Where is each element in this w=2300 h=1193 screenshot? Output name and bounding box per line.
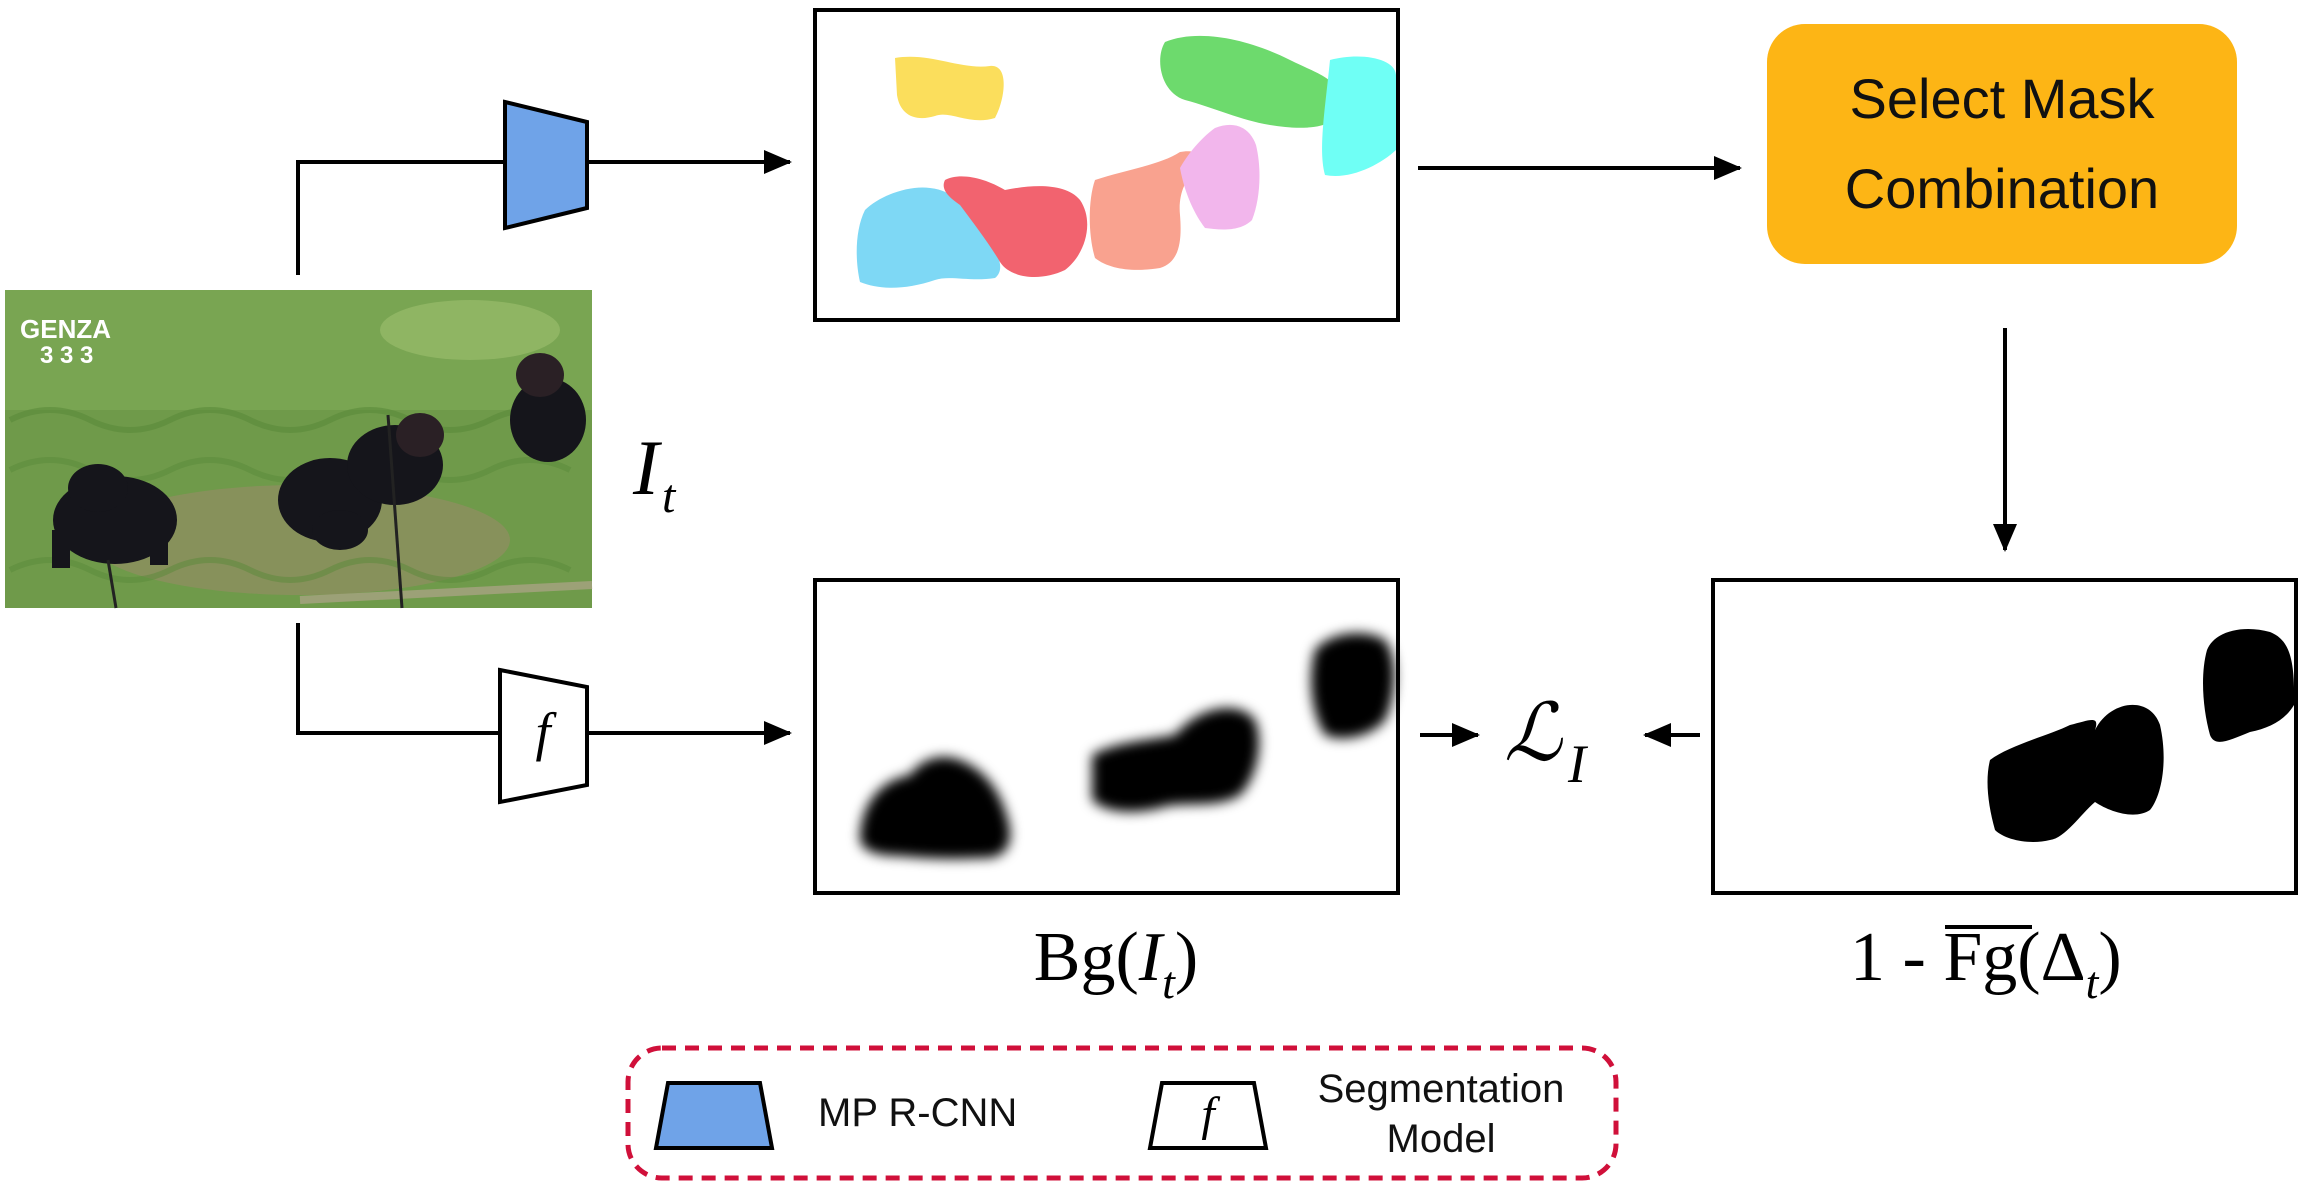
fg-label-sub: t (2086, 957, 2100, 1008)
legend-seg-line2: Model (1387, 1117, 1496, 1161)
legend: MP R-CNN f Segmentation Model (625, 1045, 1619, 1181)
bg-panel (813, 578, 1400, 895)
select-mask-line1: Select Mask (1850, 67, 2156, 130)
bg-blob-middle (1092, 708, 1260, 812)
bg-label-var: I (1138, 919, 1166, 996)
mask-green (1160, 35, 1341, 128)
bg-blob-left (860, 756, 1011, 859)
bg-label-prefix: Bg( (1034, 919, 1139, 996)
mask-lightblue (856, 187, 1001, 288)
fg-label-open: ( (2017, 919, 2040, 996)
mask-red (943, 176, 1088, 277)
fg-label: 1 - Fg(Δt) (1850, 919, 2122, 1008)
input-image: GENZA 3 3 3 (5, 290, 593, 609)
masks-panel (813, 8, 1400, 322)
legend-border (625, 1045, 1619, 1181)
fg-label-prefix: 1 - (1850, 919, 1943, 996)
svg-text:Bg(It): Bg(It) (1034, 919, 1198, 1008)
mp-rcnn-block (503, 99, 589, 231)
loss-subscript: I (1567, 734, 1589, 794)
fg-panel (1711, 578, 2298, 895)
chimp-left (52, 464, 177, 568)
input-label-sub: t (662, 470, 677, 523)
fg-label-overlined: Fg (1943, 919, 2017, 996)
mask-cyan (1322, 56, 1396, 176)
legend-mp-rcnn-icon (653, 1081, 775, 1150)
select-mask-line2: Combination (1845, 157, 2159, 220)
mask-pink (1180, 124, 1260, 230)
fg-mask-right (2203, 629, 2295, 742)
fg-label-close: ) (2098, 919, 2121, 996)
chimp-right (510, 353, 586, 462)
mask-salmon (1089, 151, 1202, 270)
legend-seg-line1: Segmentation (1318, 1067, 1565, 1111)
fg-mask-middle (1987, 704, 2164, 842)
select-mask-box (1767, 24, 2237, 264)
svg-text:1 - Fg(Δt): 1 - Fg(Δt) (1850, 919, 2122, 1008)
overlay-text-line2: 3 3 3 (40, 342, 93, 369)
overlay-text-line1: GENZA (20, 314, 111, 344)
mask-yellow (895, 56, 1004, 121)
bg-blob-right (1311, 633, 1395, 739)
chimp-middle (278, 413, 444, 550)
connector-bottom-left (296, 623, 500, 735)
legend-segmentation-icon (1147, 1081, 1269, 1150)
input-label-main: I (632, 424, 663, 511)
connector-top-left (296, 160, 505, 275)
loss-symbol: ℒ (1504, 690, 1563, 778)
bg-label-sub: t (1162, 957, 1176, 1008)
bg-label-suffix: ) (1175, 919, 1198, 996)
fg-label-delta: Δ (2041, 919, 2086, 996)
legend-mp-rcnn-label: MP R-CNN (818, 1091, 1017, 1135)
segmentation-model-block (498, 667, 589, 805)
bg-label: Bg(It) (1034, 919, 1198, 1008)
